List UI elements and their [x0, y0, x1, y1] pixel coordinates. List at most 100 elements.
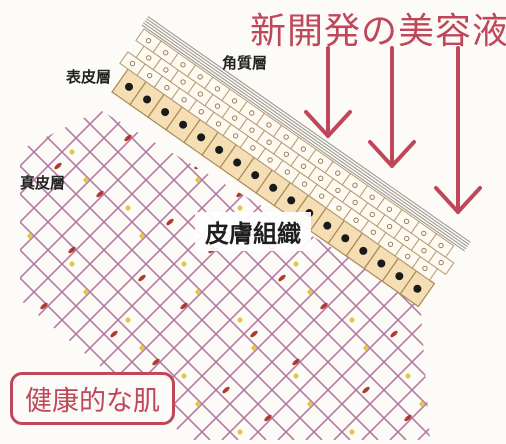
cell-granule — [421, 230, 427, 237]
fiber-node — [419, 401, 425, 407]
cell-granule — [438, 260, 444, 266]
fiber-node — [237, 205, 243, 211]
fiber-line — [20, 110, 77, 440]
fiber-node — [307, 289, 313, 295]
cell-granule — [214, 86, 221, 92]
fiber-line — [440, 110, 506, 440]
cell-granule — [266, 122, 272, 128]
fibroblast — [68, 246, 76, 254]
cell-nucleus — [413, 284, 422, 293]
basal-cell-row — [111, 68, 436, 308]
fibroblast — [404, 414, 412, 422]
fibroblast — [180, 302, 188, 310]
corneum-line — [141, 24, 465, 252]
fiber-line — [193, 110, 430, 440]
cell-granule — [249, 127, 255, 133]
cell-nucleus — [179, 120, 188, 129]
cell-granule — [300, 163, 307, 169]
fiber-line — [103, 110, 430, 440]
fibroblast — [194, 162, 202, 170]
skin-surface-lines — [141, 16, 471, 252]
fiber-node — [139, 121, 145, 127]
fiber-node — [461, 429, 466, 434]
fiber-node — [27, 345, 33, 351]
fiber-node — [363, 345, 369, 351]
serum-title: 新開発の美容液 — [250, 11, 506, 52]
cell-granule — [233, 133, 239, 139]
fiber-node — [125, 205, 131, 211]
cell-granule — [318, 175, 324, 181]
fibroblast — [40, 302, 48, 310]
cell-granule — [129, 60, 136, 67]
fibroblast — [404, 134, 412, 142]
fiber-node — [237, 429, 243, 435]
cell-granule — [198, 109, 204, 115]
cell-granule — [404, 235, 410, 242]
cell-nucleus — [377, 259, 386, 268]
fiber-node — [293, 373, 299, 379]
fiber-line — [20, 110, 323, 440]
cell-nucleus — [161, 108, 170, 117]
cell-granule — [163, 67, 169, 73]
fiber-line — [468, 110, 506, 440]
fibroblast — [250, 330, 258, 338]
fibroblast — [54, 162, 62, 170]
cell-granule — [147, 73, 153, 79]
fibroblast — [390, 330, 398, 338]
fibroblast — [362, 386, 370, 394]
fibroblast — [166, 218, 174, 226]
fiber-node — [125, 317, 131, 323]
cell-nucleus — [251, 171, 260, 180]
cell-granule — [319, 193, 325, 199]
cell-nucleus — [269, 183, 278, 192]
corneum-line — [143, 22, 467, 250]
cell-granule — [352, 199, 358, 206]
fiber-line — [20, 110, 351, 440]
cell-granule — [180, 79, 186, 85]
fiber-line — [75, 110, 407, 440]
fiber-line — [20, 110, 105, 440]
dermis-label: 真皮層 — [20, 174, 66, 192]
fiber-line — [20, 110, 245, 440]
cell-nucleus — [233, 158, 242, 167]
fiber-node — [69, 261, 75, 267]
fibroblast — [138, 274, 146, 282]
fiber-line — [20, 110, 295, 440]
fiber-line — [496, 110, 506, 440]
cell-granule — [301, 181, 308, 187]
fiber-node — [307, 401, 313, 407]
fiber-node — [363, 121, 369, 127]
fiber-node — [419, 177, 425, 183]
cell-granule — [163, 50, 169, 56]
skin-tissue-label: 皮膚組織 — [195, 212, 311, 251]
cell-granule — [164, 85, 170, 91]
cell-granule — [386, 206, 393, 212]
serum-arrows — [304, 46, 482, 214]
cell-granule — [197, 91, 203, 97]
cell-granule — [180, 62, 186, 68]
fiber-line — [20, 110, 161, 440]
fiber-node — [125, 429, 131, 435]
cell-granule — [267, 157, 273, 163]
fibroblast — [431, 358, 440, 367]
fiber-node — [251, 345, 257, 351]
cell-granule — [352, 182, 358, 188]
cell-granule — [403, 218, 410, 225]
cell-granule — [284, 169, 290, 175]
horny-cell-rows — [119, 28, 455, 281]
fiber-node — [27, 233, 33, 239]
fibroblast — [473, 162, 482, 171]
cell-granule — [336, 205, 342, 211]
cell-granule — [370, 229, 376, 235]
cell-granule — [369, 194, 375, 200]
healthy-skin-badge: 健康的な肌 — [10, 372, 175, 425]
serum-arrow-head — [368, 140, 416, 168]
cell-granule — [369, 211, 375, 218]
cell-granule — [146, 55, 152, 61]
cell-granule — [438, 242, 444, 249]
fiber-line — [20, 110, 239, 440]
cell-granule — [283, 134, 289, 140]
fiber-node — [195, 177, 201, 183]
cell-nucleus — [287, 196, 296, 205]
